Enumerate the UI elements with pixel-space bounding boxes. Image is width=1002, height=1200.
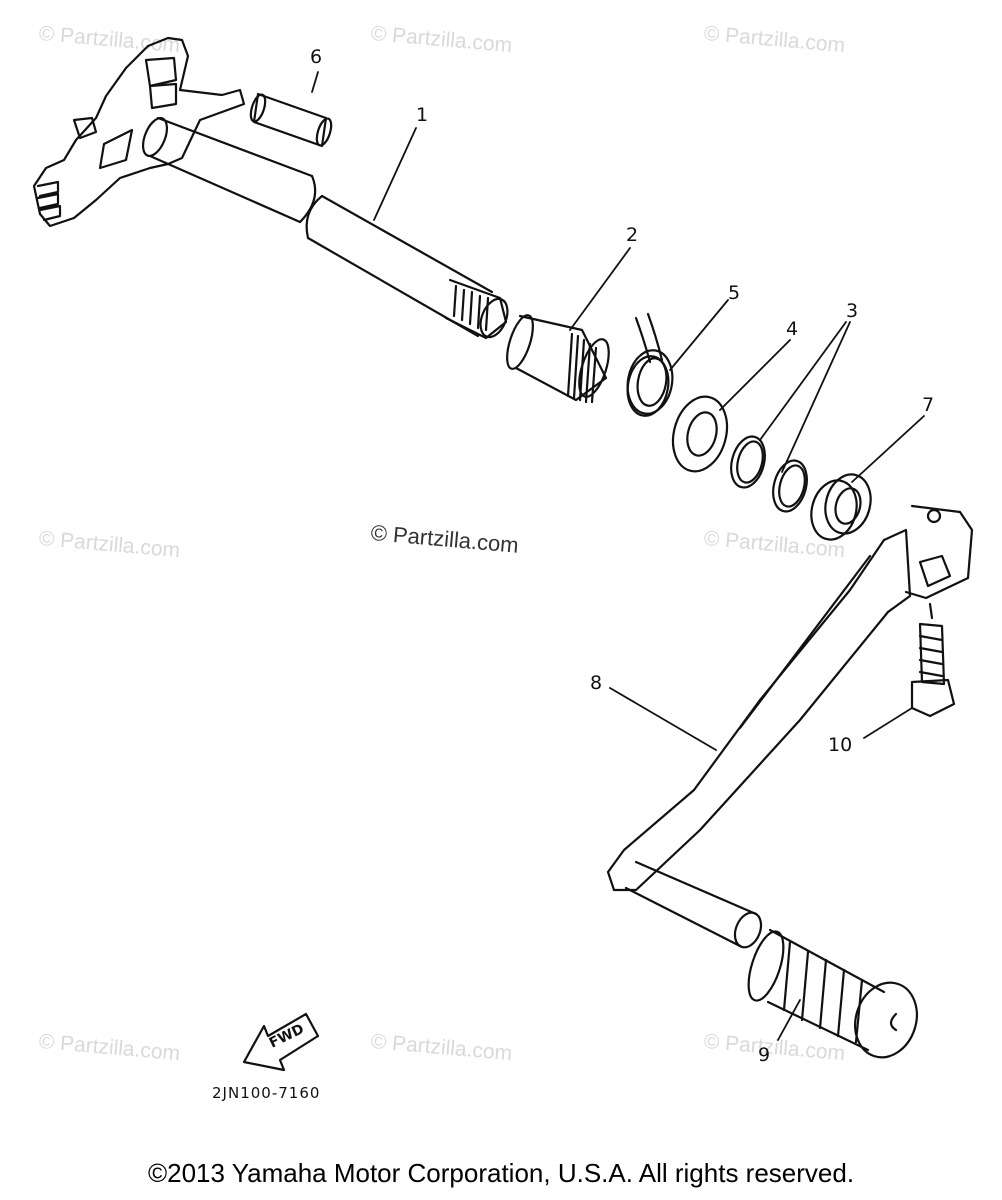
callout-5: 5 [728,282,741,304]
callout-1: 1 [416,104,429,126]
pedal-rubber-part [747,928,918,1059]
washer-part [671,395,729,473]
shift-shaft-part [32,36,509,340]
callout-7: 7 [922,394,935,416]
dowel-pin-part [249,92,333,148]
collar-part [506,314,610,404]
torsion-spring-part [626,312,674,417]
diagram-code: 2JN100-7160 [212,1084,321,1102]
exploded-view-drawing: FWD [32,36,974,1072]
callout-6: 6 [310,46,323,68]
copyright-notice: ©2013 Yamaha Motor Corporation, U.S.A. A… [147,1158,855,1188]
callout-8: 8 [590,672,603,694]
callout-3: 3 [846,300,859,322]
callout-2: 2 [626,224,639,246]
callout-10: 10 [828,734,853,756]
callout-9: 9 [758,1044,771,1066]
shift-pedal-part [606,504,974,949]
bolt-part [910,602,956,718]
oil-seal-part [810,473,872,541]
fwd-arrow-icon: FWD [242,1012,320,1072]
circlip-part [730,435,808,513]
leader-lines [311,71,925,1041]
callout-4: 4 [786,318,799,340]
